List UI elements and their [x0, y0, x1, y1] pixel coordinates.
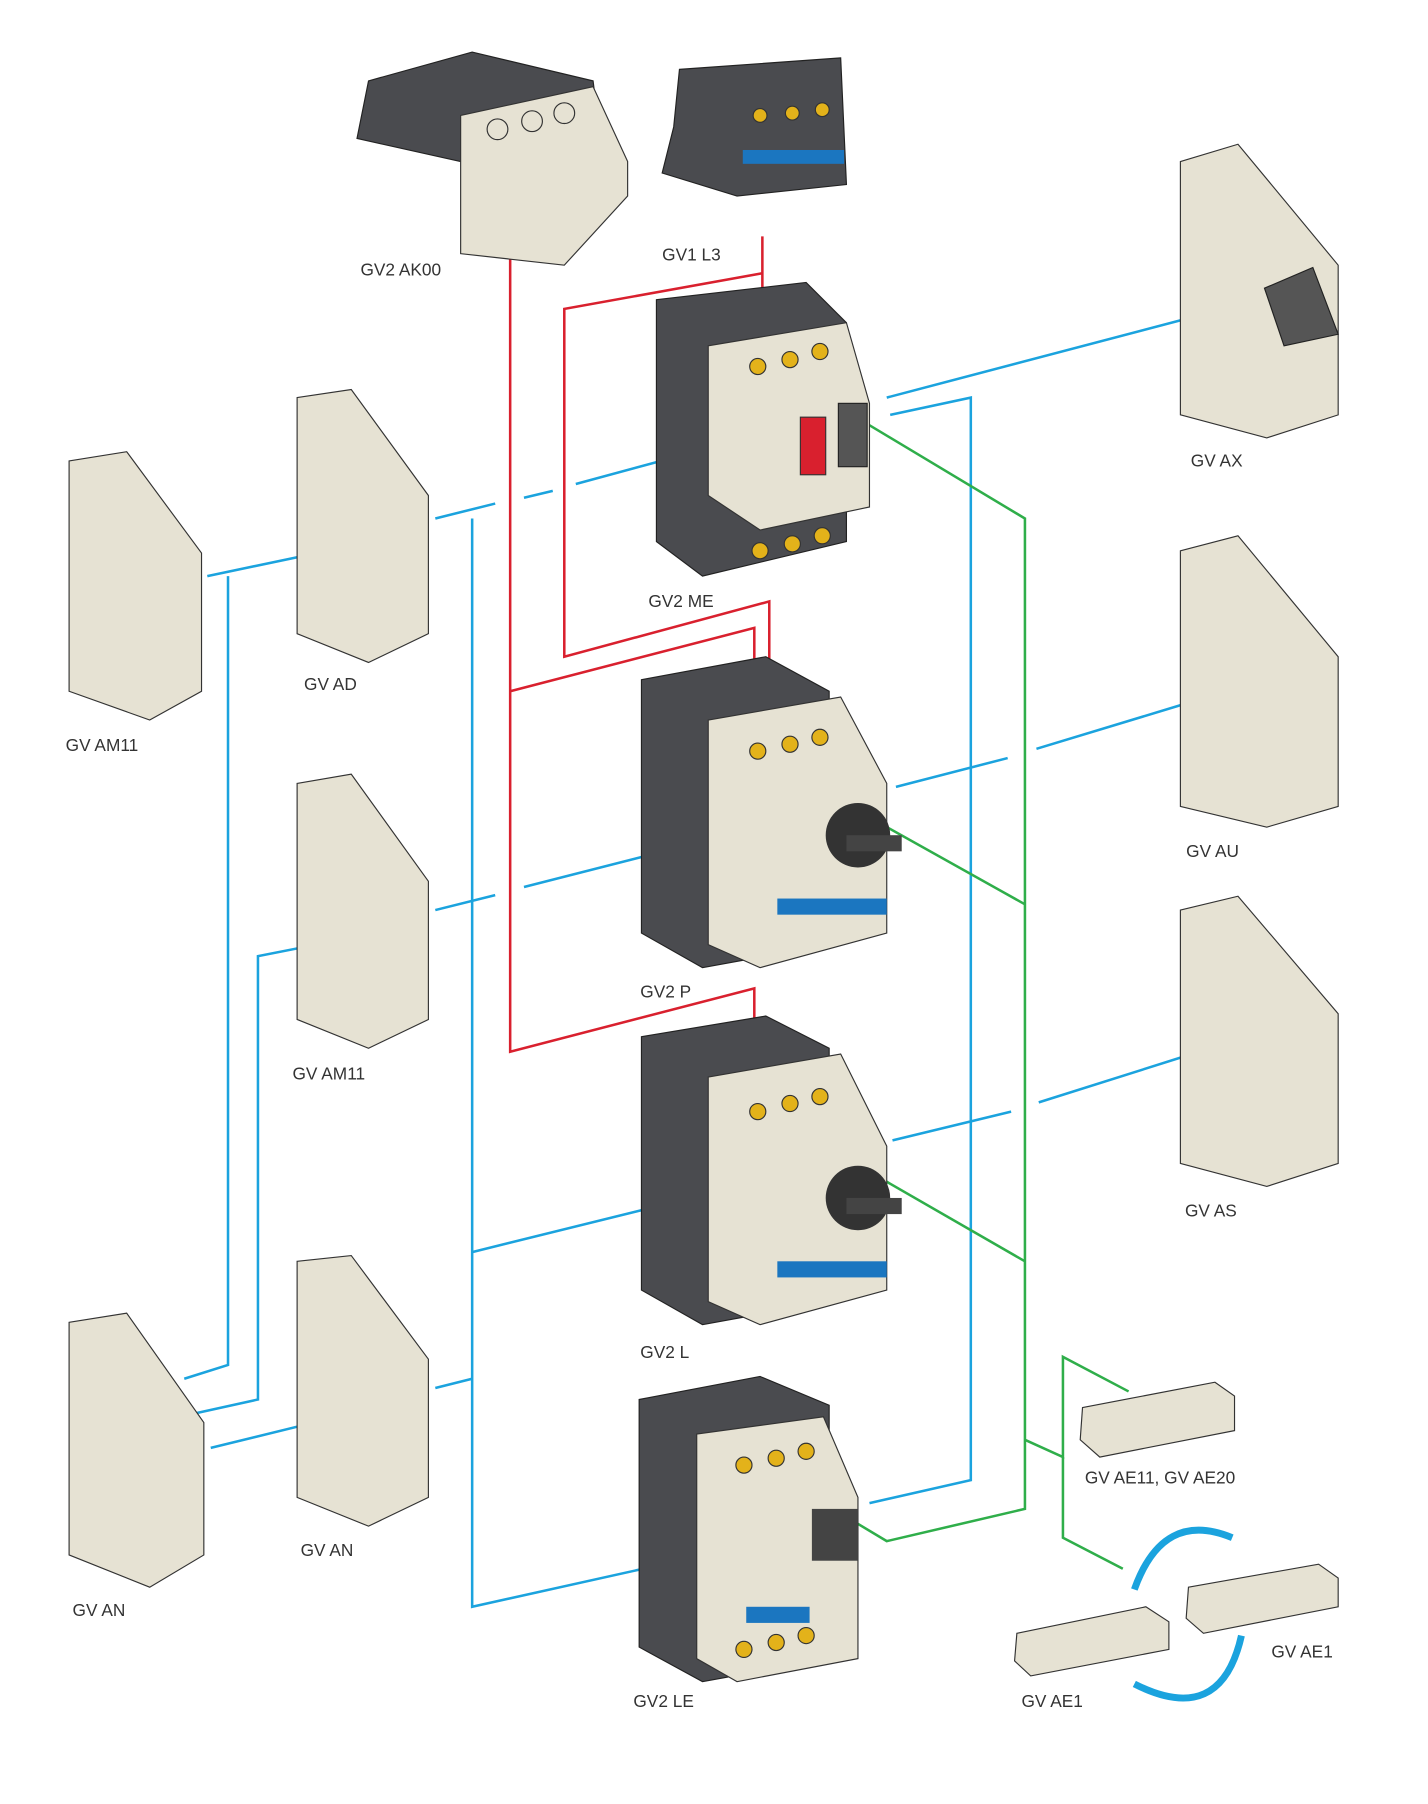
blue-links [183, 309, 1216, 1609]
gvae11-device [1079, 1381, 1236, 1458]
label-gv1l3: GV1 L3 [662, 245, 721, 265]
gv1l3-device [661, 57, 848, 197]
gv2me-device [655, 281, 871, 577]
rotate-arrows [1131, 1526, 1245, 1702]
label-gvae11: GV AE11, GV AE20 [1085, 1468, 1235, 1488]
label-gvau: GV AU [1186, 841, 1239, 861]
gv2p-device [640, 656, 902, 969]
gvad-device [296, 388, 429, 664]
label-gv2l: GV2 L [640, 1342, 689, 1362]
label-gv2le: GV2 LE [633, 1691, 693, 1711]
label-gvae1-left: GV AE1 [1021, 1691, 1082, 1711]
gv2ak00-device [356, 51, 629, 266]
gvam11-left-device [68, 451, 203, 721]
gvae1-left-device [1013, 1606, 1170, 1677]
green-links [793, 379, 1130, 1570]
gvam11-mid-device [296, 773, 429, 1049]
gvas-device [1179, 895, 1339, 1188]
label-gvax: GV AX [1191, 451, 1243, 471]
label-gv2p: GV2 P [640, 982, 691, 1002]
label-gvam11-mid: GV AM11 [293, 1063, 366, 1083]
gvae1-right-device [1185, 1563, 1339, 1634]
label-gvan-left: GV AN [73, 1600, 126, 1620]
gvax-device [1179, 143, 1339, 439]
label-gvan-mid: GV AN [301, 1540, 354, 1560]
label-gv2me: GV2 ME [648, 591, 713, 611]
gvan-left-device [68, 1312, 205, 1588]
label-gv2ak00: GV2 AK00 [360, 260, 441, 280]
label-gvam11-left: GV AM11 [66, 735, 139, 755]
gv2l-device [640, 1015, 902, 1326]
gv2le-device [638, 1375, 859, 1683]
label-gvas: GV AS [1185, 1200, 1237, 1220]
label-gvae1-right: GV AE1 [1271, 1641, 1332, 1661]
gvau-device [1179, 535, 1339, 828]
gvan-mid-device [296, 1254, 429, 1527]
label-gvad: GV AD [304, 674, 357, 694]
